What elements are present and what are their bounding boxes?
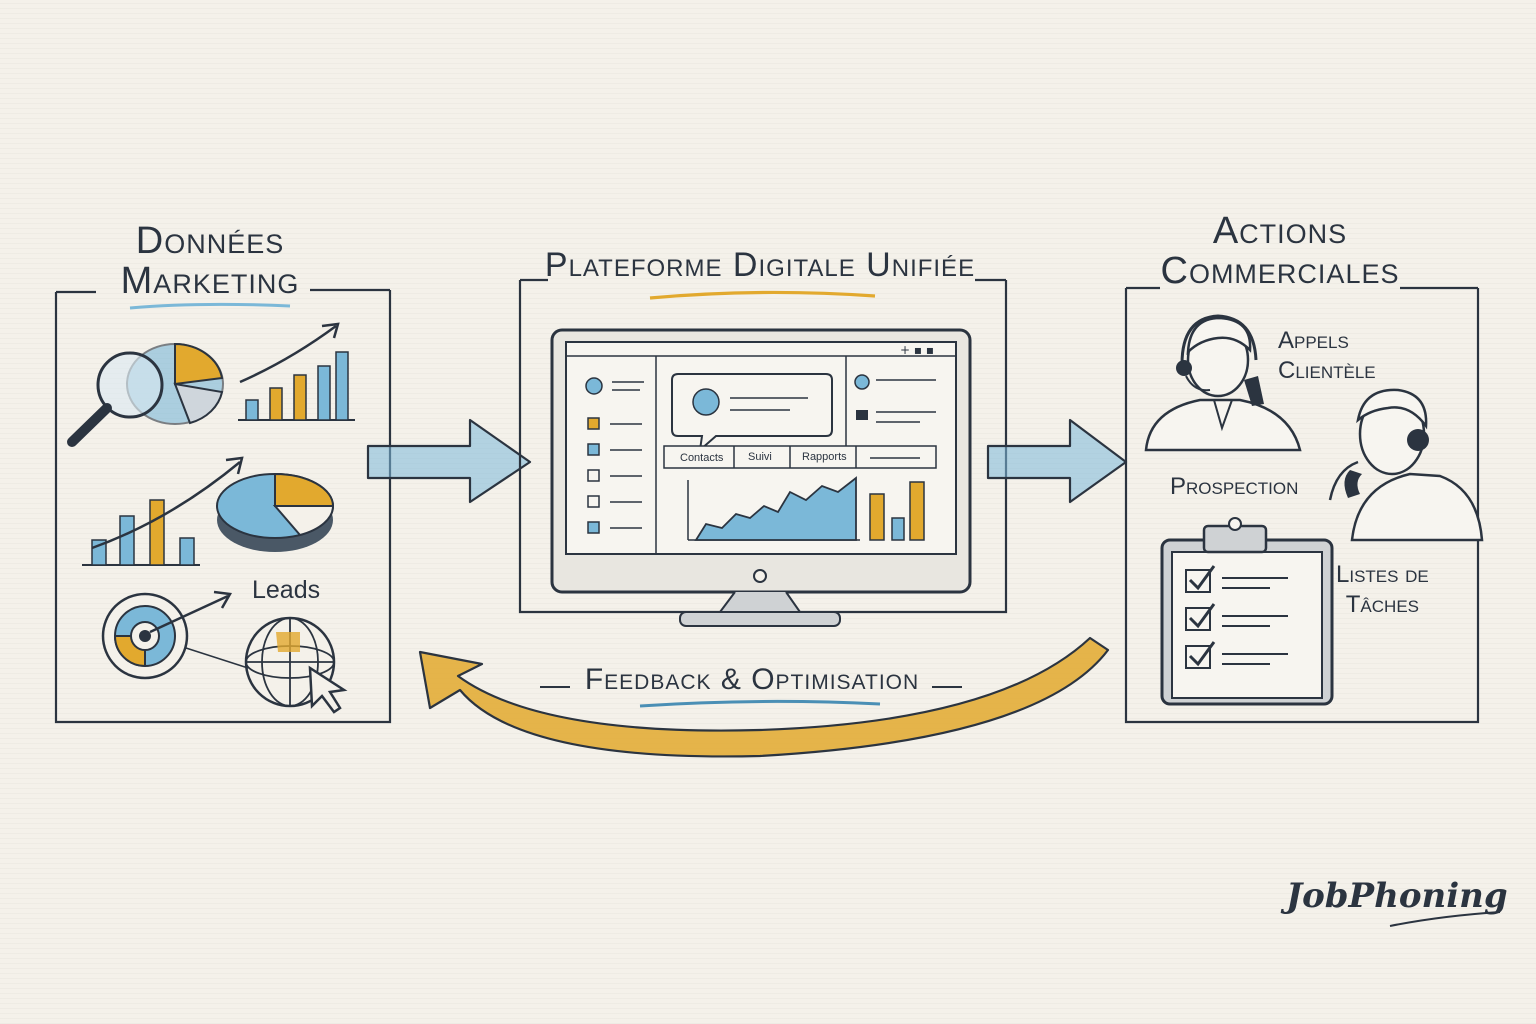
globe-cursor-icon [185, 616, 348, 714]
marketing-title-underline [129, 302, 291, 310]
brand-logo: JobPhoning [1286, 876, 1508, 916]
prospection-label: Prospection [1170, 473, 1299, 500]
feedback-label: Feedback & Optimisation [584, 663, 920, 696]
target-icon [101, 590, 233, 680]
commercial-title-line2: Commerciales [1160, 249, 1400, 292]
tasks-label-line1: Listes de [1336, 561, 1429, 588]
tab-suivi[interactable]: Suivi [748, 451, 772, 463]
phone-agent-icon [1328, 388, 1484, 542]
marketing-section: Données Marketing [50, 210, 395, 730]
platform-title: Plateforme Digitale Unifiée [544, 246, 976, 284]
call-agent-icon [1144, 314, 1302, 452]
marketing-title: Données Marketing [110, 220, 310, 302]
tasks-label-line2: Tâches [1345, 591, 1419, 618]
tab-contacts[interactable]: Contacts [680, 452, 724, 464]
task-clipboard-icon [1160, 517, 1334, 706]
calls-label-line1: Appels [1278, 327, 1349, 354]
monitor-icon: + ▪ ▪ [550, 328, 972, 627]
marketing-title-line1: Données [135, 220, 285, 262]
leads-label: Leads [252, 576, 321, 604]
calls-label-line2: Clientèle [1278, 357, 1376, 384]
commercial-title: Actions Commerciales [1150, 210, 1410, 292]
platform-title-underline [649, 290, 876, 300]
pie-chart-icon [216, 472, 335, 552]
calls-label: Appels Clientèle [1278, 326, 1376, 386]
tasks-label: Listes de Tâches [1336, 560, 1429, 620]
commercial-title-line1: Actions [1212, 210, 1348, 252]
commercial-panel-frame [1124, 286, 1480, 724]
magnifier-pie-icon [67, 342, 224, 447]
trend-bar-chart-icon [82, 456, 244, 566]
svg-text:+ ▪ ▪: + ▪ ▪ [900, 343, 934, 357]
tab-rapports[interactable]: Rapports [802, 451, 847, 463]
marketing-title-line2: Marketing [120, 259, 300, 302]
marketing-panel-frame [54, 288, 392, 724]
growth-bar-chart-icon [238, 322, 355, 421]
